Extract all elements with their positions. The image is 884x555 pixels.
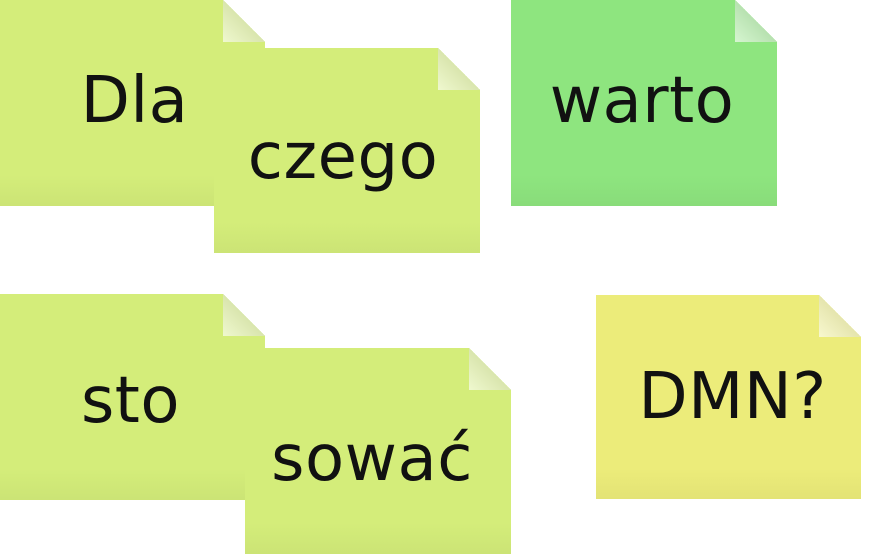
sticky-note-sowac: sować — [245, 348, 511, 554]
note-fold-corner — [438, 48, 480, 90]
note-fold-corner — [735, 0, 777, 42]
note-text: czego — [247, 119, 439, 194]
note-fold-corner — [223, 0, 265, 42]
sticky-note-czego: czego — [214, 48, 480, 253]
note-text: Dla — [80, 64, 189, 138]
note-text: sto — [80, 364, 181, 438]
note-text: DMN? — [638, 360, 827, 434]
note-fold-corner — [469, 348, 511, 390]
note-fold-corner — [223, 294, 265, 336]
note-text: warto — [549, 64, 735, 138]
note-fold-corner — [819, 295, 861, 337]
sticky-note-dmn: DMN? — [596, 295, 861, 499]
note-text: sować — [271, 422, 473, 496]
sticky-note-sto: sto — [0, 294, 265, 500]
sticky-note-warto: warto — [511, 0, 777, 206]
